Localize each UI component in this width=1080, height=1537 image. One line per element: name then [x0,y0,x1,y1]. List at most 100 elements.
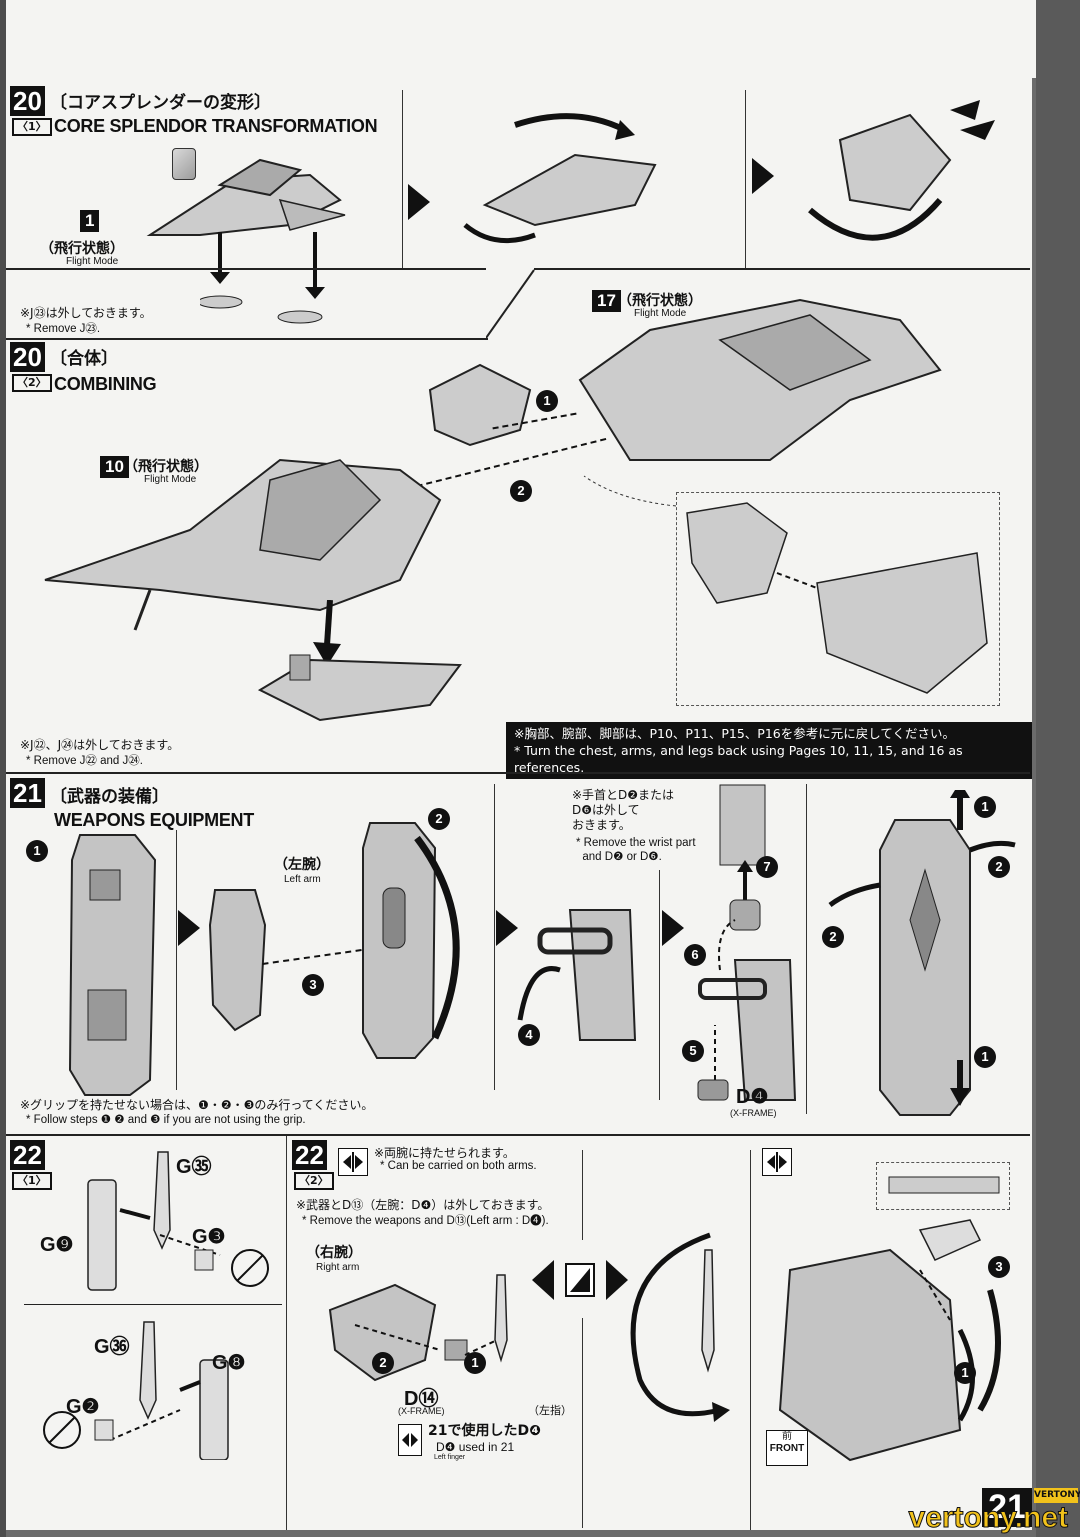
core-splendor-rotate-drawing [463,113,657,244]
step21-arrow-1: 1 [974,1046,996,1068]
clip-part-icon [172,148,196,180]
left-arm-en: Left arm [284,874,321,885]
both-arms-icon-glyph [343,1152,363,1172]
x-frame-label: (X-FRAME) [730,1108,777,1118]
both-arms-note-jp: ※両腕に持たせられます。 [374,1146,515,1160]
reference-pointer [583,475,677,507]
base-part-drawing [257,654,462,722]
step20-1-title-en: CORE SPLENDOR TRANSFORMATION [54,116,378,136]
both-arms-icon [338,1148,368,1176]
reuse-note-en: D❹ used in 21 [436,1440,515,1454]
front-en: FRONT [769,1443,805,1454]
flight-mode-en: Flight Mode [634,308,687,319]
wrist-note-en: * Remove the wrist part and D❷ or D❻. [576,837,696,863]
swap-double-arrow-icon [532,1260,628,1300]
grip-attach-drawing [697,784,797,1101]
remove-note-en: * Remove the weapons and D⑬(Left arm : D… [302,1215,549,1227]
both-arms-icon [762,1148,792,1176]
step20-2-note-en: * Remove J㉒ and J㉔. [26,755,143,767]
flight-mode-jp: （飛行状態） [40,241,124,257]
next-arrow-icon [178,910,200,946]
step21-arrow-1: 1 [974,796,996,818]
both-arms-note-en: * Can be carried on both arms. [380,1160,537,1172]
step22-1-top-drawing [87,1151,269,1291]
flight-mode-en: Flight Mode [144,474,197,485]
badge-17: 17 [592,290,621,312]
sub-divider [24,1304,282,1305]
mounted-weapon-drawing [778,1219,1001,1462]
step22-1-bottom-drawing [43,1321,229,1460]
arrow-step-2: 2 [510,480,532,502]
step-number-20: 20 [10,86,45,116]
divider [745,90,746,268]
left-finger-en: Left finger [434,1454,466,1461]
top-margin [0,0,1080,78]
divider [286,1136,287,1530]
section-divider [534,268,1030,270]
remove-note-jp: ※武器とD⑬（左腕：D❹）は外しておきます。 [296,1198,550,1212]
step21-arrow-1: 1 [26,840,48,862]
right-arm-jp: （右腕） [306,1245,362,1261]
vertony-logo: VERTONY [1034,1488,1080,1503]
shield-grip-drawing [362,822,460,1059]
substep-2: 〈2〉 [294,1172,334,1190]
next-arrow-icon [408,184,430,220]
step20-2-note-jp: ※J㉒、J㉔は外しておきます。 [20,738,180,752]
down-arrow-icon [313,600,341,666]
divider [402,90,403,268]
substep-number: 2 [28,376,36,389]
step21-arrow-6: 6 [684,944,706,966]
reference-note: ※胸部、腕部、脚部は、P10、P11、P15、P16を参考に元に戻してください。… [506,722,1032,779]
step21-title-jp: 〔武器の装備〕 [50,787,169,807]
step20-2-title-en: COMBINING [54,374,157,394]
substep-number: 1 [28,120,36,133]
substep-1: 〈1〉 [12,1172,52,1190]
substep-1: 〈1〉 [12,118,52,136]
step21-arrow-3: 3 [302,974,324,996]
grip-fold-drawing [517,909,637,1041]
part-g35: G㉟ [176,1156,212,1178]
reference-note-jp: ※胸部、腕部、脚部は、P10、P11、P15、P16を参考に元に戻してください。 [514,726,955,741]
part-g8: G❽ [212,1352,246,1374]
section-divider [6,338,488,340]
core-splendor-flight-mode-drawing [146,158,346,236]
substep-2: 〈2〉 [12,374,52,392]
part-d14: D⑭ [404,1388,439,1410]
part-g36: G㊱ [94,1336,130,1358]
removed-parts-drawing [200,232,325,324]
front-indicator: 前 FRONT [766,1430,808,1466]
flight-mode-jp: （飛行状態） [124,459,208,475]
step20-1-note-jp: ※J㉓は外しておきます。 [20,306,152,320]
part-g2: G❷ [66,1396,100,1418]
reuse-note-jp: 21で使用したD❹ [428,1423,541,1439]
step21-title-en: WEAPONS EQUIPMENT [54,810,254,830]
divider [582,1318,583,1528]
left-edge [0,0,6,1537]
arrow-step-1: 1 [536,390,558,412]
left-arm-jp: （左腕） [274,857,330,873]
detail-inset-box [876,1162,1010,1210]
step-number-20: 20 [10,342,45,372]
flight-mode-en: Flight Mode [66,256,119,267]
step22-2-arrow-1: 1 [954,1362,976,1384]
section-divider [6,268,486,270]
unit-10-flight-mode-drawing [44,458,442,631]
section-divider [6,1134,1030,1136]
divider [494,784,495,1090]
part-g3: G❸ [192,1226,226,1248]
divider [582,1150,583,1240]
divider [750,1150,751,1530]
page-number: 21 [982,1488,1032,1527]
step22-2-arrow-3: 3 [988,1256,1010,1278]
step20-1-title-jp: 〔コアスプレンダーの変形〕 [50,93,271,113]
vertony-url: vertony.net [908,1501,1068,1535]
front-jp: 前 [782,1431,792,1442]
step21-note-en: * Follow steps ❶ ❷ and ❸ if you are not … [26,1114,306,1126]
right-arm-en: Right arm [316,1262,360,1273]
step21-arrow-5: 5 [682,1040,704,1062]
wrist-note-jp: ※手首とD❷または D❻は外して おきます。 [572,788,675,832]
section-divider [6,772,1030,774]
step21-note-jp: ※グリップを持たせない場合は、❶・❷・❸のみ行ってください。 [20,1098,374,1112]
detail-inset-drawing [888,1176,1000,1194]
reference-detail-drawing [686,502,988,694]
